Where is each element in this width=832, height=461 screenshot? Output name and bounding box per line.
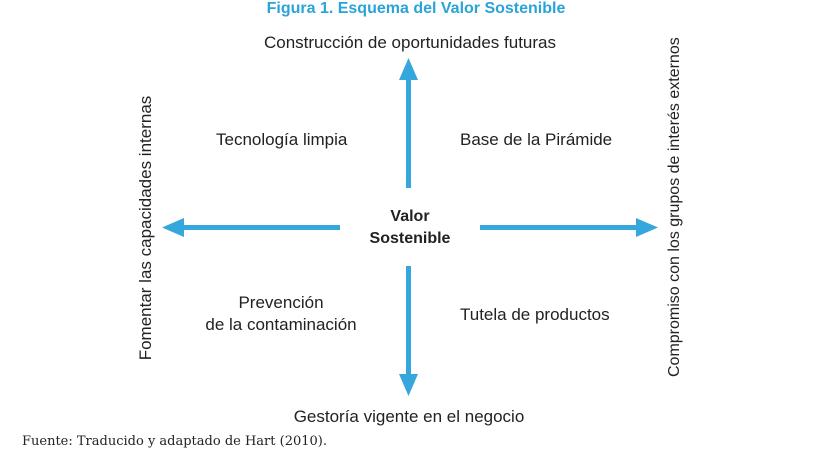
axis-left-label: Fomentar las capacidades internas bbox=[136, 95, 155, 361]
arrow-down bbox=[399, 266, 418, 396]
figure-title: Figura 1. Esquema del Valor Sostenible bbox=[266, 0, 566, 17]
quadrant-bottom-right: Tutela de productos bbox=[460, 305, 610, 324]
quadrant-bottom-left-line1: Prevención bbox=[238, 293, 324, 312]
axis-right-label: Compromiso con los grupos de interés ext… bbox=[666, 37, 683, 377]
quadrant-top-right: Base de la Pirámide bbox=[460, 130, 613, 149]
center-label-line1: Valor bbox=[390, 208, 430, 225]
axis-bottom-label: Gestoría vigente en el negocio bbox=[293, 407, 525, 426]
arrow-left bbox=[162, 218, 340, 237]
quadrant-bottom-left: Prevención de la contaminación bbox=[196, 292, 366, 336]
quadrant-top-left: Tecnología limpia bbox=[216, 130, 348, 149]
quadrant-bottom-left-line2: de la contaminación bbox=[205, 315, 357, 334]
center-label-line2: Sostenible bbox=[369, 230, 451, 247]
figure-source: Fuente: Traducido y adaptado de Hart (20… bbox=[22, 434, 327, 449]
arrow-right bbox=[480, 218, 658, 237]
arrow-up bbox=[399, 58, 418, 188]
center-label: Valor Sostenible bbox=[340, 206, 480, 250]
axis-top-label: Construcción de oportunidades futuras bbox=[263, 33, 556, 52]
